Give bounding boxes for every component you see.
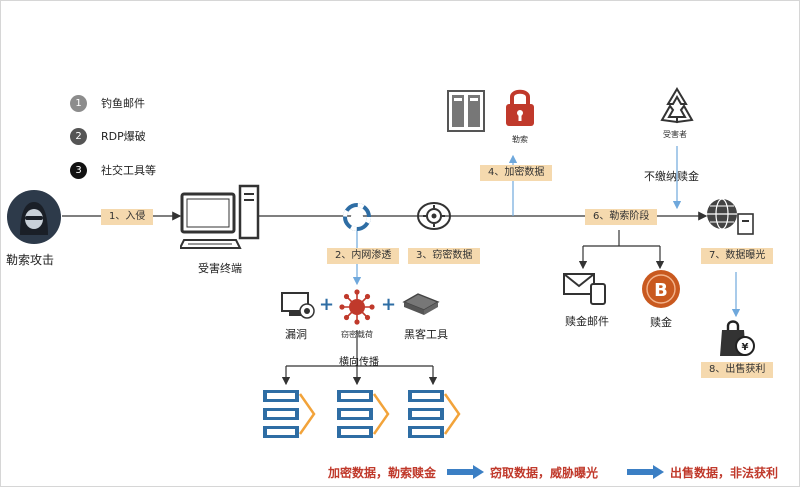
- unpaid-label: 不缴纳赎金: [644, 170, 699, 183]
- server-stack-icon: [337, 390, 390, 438]
- ransom-label: 勒索: [512, 135, 528, 144]
- step-ransom-stage: 6、勒索阶段: [585, 209, 658, 225]
- computer-icon: [180, 184, 260, 249]
- vulnerability-monitor-icon: [281, 292, 315, 319]
- step-steal-data: 3、窃密数据: [408, 248, 481, 264]
- legend-label: RDP爆破: [101, 130, 146, 143]
- bitcoin-icon: B: [642, 270, 680, 308]
- legend-label: 钓鱼邮件: [101, 97, 145, 110]
- payload-virus-icon: [339, 289, 375, 325]
- terminal-label: 受害终端: [198, 262, 242, 275]
- flow-step-steal: 窃取数据，威胁曝光: [490, 465, 599, 480]
- recycle-icon: [660, 87, 694, 124]
- legend-number: 3: [70, 161, 87, 179]
- hacker-icon: [7, 190, 61, 244]
- shopping-bag-icon: ¥: [720, 320, 755, 356]
- legend-label: 社交工具等: [101, 164, 156, 177]
- arrow-right-icon: [447, 465, 484, 479]
- ransom-mail-label: 赎金邮件: [565, 315, 609, 328]
- gear-cycle-icon: [417, 202, 451, 230]
- legend-item-social: 3 社交工具等: [70, 161, 156, 179]
- globe-document-icon: [707, 198, 754, 235]
- legend-item-rdp: 2 RDP爆破: [70, 127, 146, 145]
- plus-icon: +: [381, 294, 397, 315]
- mail-phone-icon: [563, 273, 606, 305]
- step-sell-profit: 8、出售获利: [701, 362, 774, 378]
- arrow-right-icon: [627, 465, 664, 479]
- victim-label: 受害者: [663, 130, 687, 139]
- server-stack-icon: [408, 390, 461, 438]
- network-cycle-icon: [343, 203, 371, 231]
- step-internal-penetration: 2、内网渗透: [327, 248, 400, 264]
- step-data-exposure: 7、数据曝光: [701, 248, 774, 264]
- ransom-coin-label: 赎金: [650, 316, 672, 329]
- hacker-tool-device-icon: [402, 293, 440, 315]
- payload-label: 窃密载荷: [341, 330, 373, 339]
- step-encrypt-data: 4、加密数据: [480, 165, 553, 181]
- legend-number: 1: [70, 94, 87, 112]
- server-rack-icon: [447, 90, 485, 132]
- svg-text:¥: ¥: [742, 342, 749, 353]
- step-intrusion: 1、入侵: [101, 209, 154, 225]
- hacktool-label: 黑客工具: [404, 328, 448, 341]
- legend-item-phishing: 1 钓鱼邮件: [70, 94, 145, 112]
- lateral-label: 横向传播: [339, 357, 379, 368]
- server-stack-icon: [263, 390, 316, 438]
- flow-step-sell: 出售数据，非法获利: [670, 465, 779, 480]
- legend-number: 2: [70, 127, 87, 145]
- plus-icon: +: [319, 294, 335, 315]
- vuln-label: 漏洞: [285, 328, 307, 341]
- svg-text:B: B: [654, 280, 668, 301]
- attacker-label: 勒索攻击: [6, 253, 55, 267]
- padlock-icon: [506, 89, 534, 126]
- flow-step-encrypt: 加密数据，勒索赎金: [328, 465, 437, 480]
